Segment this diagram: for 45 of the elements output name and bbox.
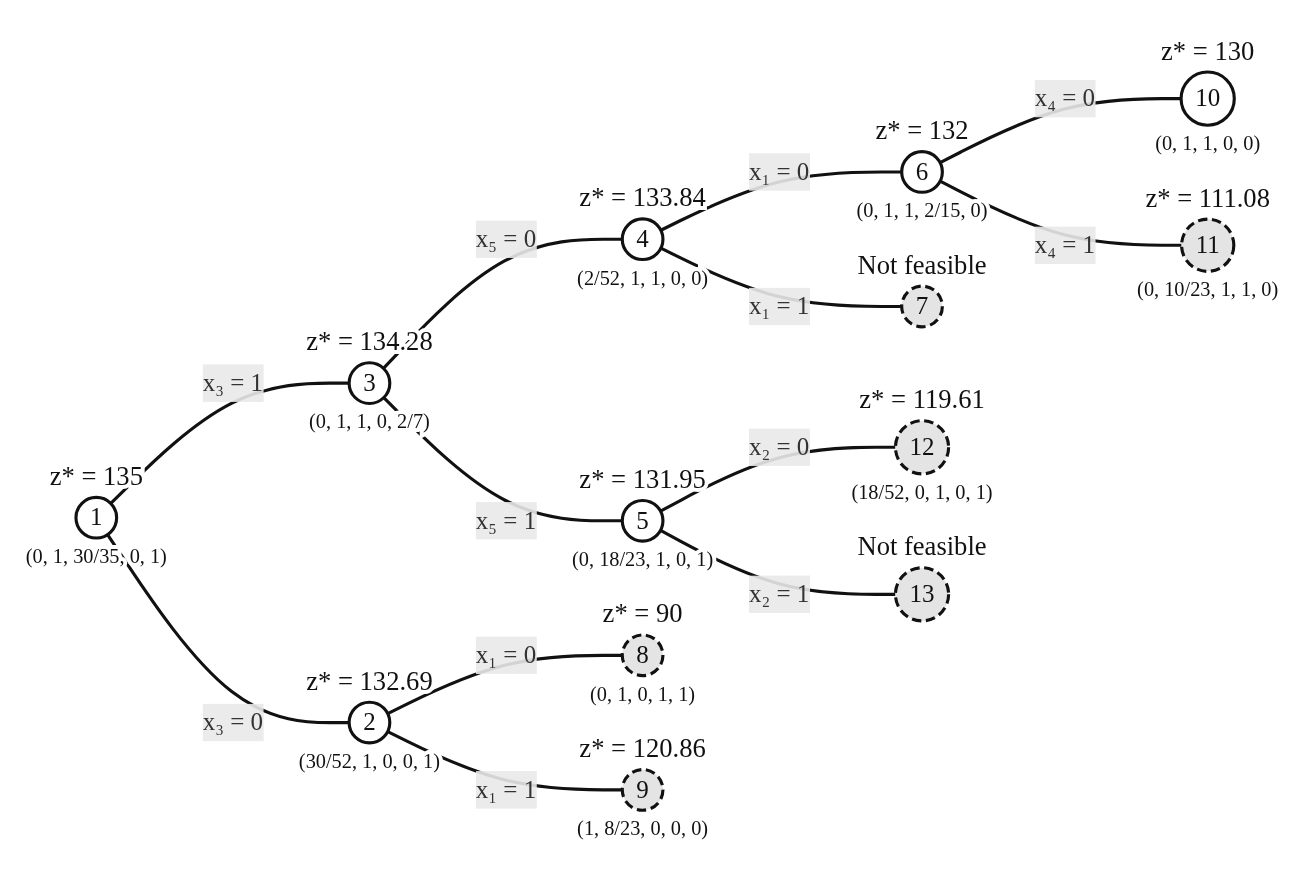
- node-caption: Not feasible: [857, 530, 987, 561]
- node-circle: 10: [1179, 70, 1236, 127]
- node-caption: z* = 132.69: [306, 665, 433, 696]
- solution-vector: (30/52, 1, 0, 0, 1): [298, 749, 441, 772]
- node-caption: z* = 90: [602, 598, 683, 628]
- node-caption: z* = 111.08: [1145, 182, 1270, 213]
- node-caption: z* = 130: [1161, 35, 1255, 66]
- solution-vector: (0, 10/23, 1, 1, 0): [1137, 277, 1279, 300]
- edge-label: x₅ = 0: [475, 224, 537, 252]
- edge-label: x₄ = 1: [1034, 230, 1096, 258]
- node-circle: 4: [620, 216, 665, 261]
- node-circle: 12: [893, 418, 951, 475]
- node-caption: z* = 131.95: [579, 463, 706, 494]
- edge-label: x₁ = 1: [748, 291, 810, 319]
- node-circle: 13: [893, 565, 951, 622]
- node-circle: 11: [1180, 217, 1236, 273]
- solution-vector: (18/52, 0, 1, 0, 1): [851, 480, 993, 503]
- edge-label: x₄ = 0: [1034, 84, 1096, 111]
- solution-vector: (0, 1, 0, 1, 1): [590, 682, 696, 705]
- node-circle: 3: [347, 360, 392, 405]
- node-caption: z* = 120.86: [579, 732, 706, 763]
- node-circle: 8: [620, 632, 665, 677]
- node-caption: Not feasible: [857, 249, 987, 280]
- node-caption: z* = 133.84: [579, 181, 706, 212]
- node-caption: z* = 132: [875, 114, 969, 145]
- edge-label: x₃ = 1: [202, 368, 264, 396]
- node-circle: 2: [347, 700, 392, 744]
- node-circle: 7: [900, 284, 944, 328]
- edge-label: x₁ = 0: [475, 640, 537, 668]
- node-circle: 6: [900, 149, 944, 194]
- edge-label: x₃ = 0: [202, 708, 264, 735]
- solution-vector: (0, 1, 1, 2/15, 0): [856, 198, 988, 221]
- node-caption: z* = 119.61: [859, 383, 985, 414]
- node-circle: 5: [620, 498, 665, 543]
- edge-label: x₁ = 0: [748, 157, 810, 184]
- node-circle: 1: [74, 495, 119, 540]
- node-circle: 9: [620, 767, 665, 812]
- edge-label: x₁ = 1: [475, 775, 537, 802]
- solution-vector: (2/52, 1, 1, 0, 0): [577, 266, 709, 289]
- solution-vector: (0, 1, 1, 0, 0): [1155, 131, 1261, 154]
- edge-label: x₂ = 0: [748, 432, 810, 460]
- edge-label: x₅ = 1: [475, 506, 537, 533]
- node-caption: z* = 135: [49, 460, 143, 491]
- solution-vector: (1, 8/23, 0, 0, 0): [577, 816, 709, 839]
- edge-label: x₂ = 1: [748, 579, 810, 607]
